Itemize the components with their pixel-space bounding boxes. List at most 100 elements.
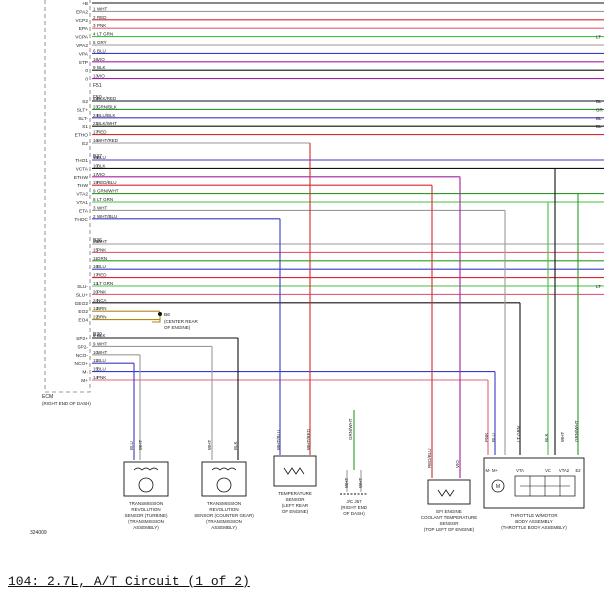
sensor-rotor xyxy=(138,477,154,493)
ecm-sublabel: (RIGHT END OF DASH) xyxy=(42,401,91,406)
throttle-pin-label: VC xyxy=(545,468,551,473)
component-label: J/C J57 xyxy=(346,499,362,504)
pin-number: 22 xyxy=(93,96,99,101)
thermistor-symbol xyxy=(283,467,305,475)
pin-label: E2 xyxy=(82,141,88,147)
pin-number: 21 xyxy=(93,121,99,126)
pin-number: 2 xyxy=(93,214,96,219)
throttle-pin-label: M+ xyxy=(492,468,498,473)
pin-number: 13 xyxy=(93,281,99,286)
pin-label: S1 xyxy=(82,124,88,130)
component-label: EFI ENGINE xyxy=(436,509,462,514)
pin-number: 25 xyxy=(93,239,99,244)
wire-color-label: BLU xyxy=(97,367,106,372)
wire-color-label: NCA xyxy=(97,298,107,303)
pin-label: SP2+ xyxy=(76,336,88,342)
right-edge-label: BL xyxy=(596,116,602,121)
right-edge-label: BL xyxy=(596,99,602,104)
pin-number: 17 xyxy=(93,130,99,135)
throttle-wire-label: WHT xyxy=(560,432,565,442)
wire-color-label: VIO xyxy=(97,172,105,177)
pin-number: 23 xyxy=(93,104,99,109)
pin-label: VTA1 xyxy=(76,200,88,206)
wire-color-label: BLK/RED xyxy=(97,96,117,101)
pin-label: EO4 xyxy=(78,318,88,324)
pin-number: 8 xyxy=(93,333,96,338)
pin-number: 2 xyxy=(93,15,96,20)
pin-number: 9 xyxy=(93,65,96,70)
wire-color-label: BLK/WHT xyxy=(97,121,117,126)
component-wire-label: WHT xyxy=(207,440,212,450)
wire-color-label: BLU/BLK xyxy=(97,113,116,118)
pin-label: +B xyxy=(82,1,88,7)
pin-number: 1 xyxy=(93,6,96,11)
wire-color-label: BLK xyxy=(97,65,106,70)
pin-label: EPA2 xyxy=(76,9,88,15)
diagram-id: 324009 xyxy=(30,530,47,536)
wire-color-label: WHT xyxy=(97,341,107,346)
pin-label: VPA2 xyxy=(76,43,88,49)
component-label: (THROTTLE BODY ASSEMBLY) xyxy=(501,525,567,530)
pin-number: 15 xyxy=(93,367,99,372)
wire-color-label: BLK xyxy=(97,333,106,338)
pin-label: VCTA xyxy=(76,166,89,172)
pin-number: 6 xyxy=(93,48,96,53)
throttle-pin-label: VTA2 xyxy=(559,468,570,473)
component-wire-label: WHT xyxy=(138,440,143,450)
diagram-caption: 104: 2.7L, A/T Circuit (1 of 2) xyxy=(8,574,250,589)
pin-number: 8 xyxy=(93,197,96,202)
component-label: (TRANSMISSION xyxy=(128,519,164,524)
wire-color-label: GRY xyxy=(97,40,107,45)
pin-number: 13 xyxy=(93,74,99,79)
component-label: REVOLUTION xyxy=(131,507,160,512)
ground-note: OF ENGINE) xyxy=(164,325,191,330)
thermistor-symbol xyxy=(437,489,455,497)
pin-label: NCO- xyxy=(76,353,89,359)
pin-number: 14 xyxy=(93,375,99,380)
component-label: ASSEMBLY) xyxy=(133,525,159,530)
pin-number: 3 xyxy=(93,23,96,28)
throttle-box xyxy=(483,457,585,509)
connector-label: F50 xyxy=(93,95,102,101)
wire-color-label: WHT/BLU xyxy=(97,214,117,219)
throttle-wire-label: LT GRN xyxy=(516,426,521,442)
pin-label: THO1 xyxy=(75,158,88,164)
pin-number: 18 xyxy=(93,155,99,160)
pin-label: 0 xyxy=(85,68,88,74)
component-label: SENSOR xyxy=(285,497,305,502)
ecm-outline xyxy=(44,0,91,393)
ground-dot xyxy=(158,312,162,316)
component-label: TEMPERATURE xyxy=(278,491,312,496)
wire-color-label: RED xyxy=(97,273,107,278)
component-label: (RIGHT END xyxy=(341,505,368,510)
throttle-wire-label: PNK xyxy=(484,433,489,442)
throttle-pin-label: VTA xyxy=(516,468,524,473)
pin-number: 11 xyxy=(93,358,98,363)
right-edge-label: GR xyxy=(596,107,604,112)
pin-label: VCPA xyxy=(75,35,89,41)
right-edge-label: BL xyxy=(596,124,602,129)
component-label: OF ENGINE) xyxy=(282,509,309,514)
wire-color-label: WHT xyxy=(97,6,107,11)
pin-label: VPA xyxy=(79,51,89,57)
component-wire-label: BLK xyxy=(233,441,238,450)
wire-color-label: BLU xyxy=(97,358,106,363)
pin-label: NCO+ xyxy=(75,361,89,367)
component-label: TRANSMISSION xyxy=(129,501,163,506)
sensor-box xyxy=(273,455,317,487)
wire-color-label: VIO xyxy=(97,57,105,62)
component-label: COOLANT TEMPERATURE xyxy=(421,515,478,520)
pin-number: 12 xyxy=(93,306,99,311)
wire-color-label: RED xyxy=(97,15,107,20)
pin-number: 3 xyxy=(93,205,96,210)
pin-label: S2 xyxy=(82,99,88,105)
pin-number: 22 xyxy=(93,315,99,320)
wire-color-label: PNK xyxy=(97,289,106,294)
component-label: (TOP LEFT OF ENGINE) xyxy=(424,527,475,532)
ground-label: B6 xyxy=(164,312,170,318)
pin-number: 16 xyxy=(93,138,99,143)
pin-number: 11 xyxy=(93,256,98,261)
sensor-coil xyxy=(133,467,159,471)
